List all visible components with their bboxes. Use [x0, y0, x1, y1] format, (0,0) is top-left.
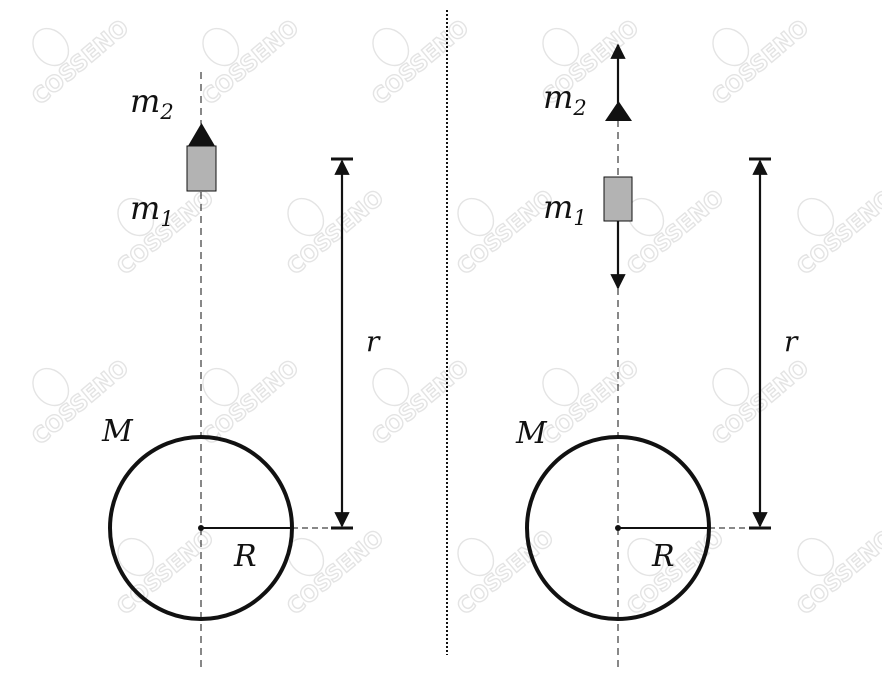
watermark-tile: COSSENO [792, 525, 882, 621]
watermark-swirl [457, 197, 495, 237]
watermark-swirl [712, 367, 750, 407]
watermark-swirl [712, 27, 750, 67]
watermark-text: COSSENO [368, 355, 474, 450]
watermark-text: COSSENO [708, 15, 814, 110]
watermark-swirl [457, 537, 495, 577]
watermark-swirl [202, 27, 240, 67]
watermark-swirl [287, 197, 325, 237]
watermark-tile: COSSENO [792, 185, 882, 281]
watermark-tile: COSSENO [197, 15, 305, 111]
right-m1-label: m1 [543, 188, 587, 230]
watermark-tile: COSSENO [282, 525, 390, 621]
watermark-swirl [32, 27, 70, 67]
left-m1-label: m1 [130, 189, 174, 231]
watermark-tile: COSSENO [282, 185, 390, 281]
watermark-swirl [542, 367, 580, 407]
left-m2-label: m2 [130, 82, 174, 124]
watermark-text: COSSENO [453, 525, 559, 620]
right-planet-label: M [515, 416, 548, 451]
watermark-text: COSSENO [283, 185, 389, 280]
watermark-text: COSSENO [198, 15, 304, 110]
left-m1-block [186, 145, 217, 192]
watermark-swirl [627, 537, 665, 577]
right-m1-block [603, 176, 633, 222]
watermark-text: COSSENO [623, 185, 729, 280]
watermark-swirl [542, 27, 580, 67]
watermark-swirl [117, 537, 155, 577]
watermark-tile: COSSENO [112, 525, 220, 621]
right-m2-label: m2 [543, 78, 587, 120]
left-planet-label: M [101, 414, 134, 449]
watermark-tile: COSSENO [197, 355, 305, 451]
watermark-swirl [797, 537, 835, 577]
watermark-text: COSSENO [113, 185, 219, 280]
left-radius-label: R [233, 539, 257, 574]
right-radius-label: R [651, 539, 675, 574]
right-distance-label: r [784, 325, 799, 358]
left-distance-label: r [366, 325, 381, 358]
watermark-tile: COSSENO [367, 15, 475, 111]
watermark-tile: COSSENO [707, 15, 815, 111]
watermark-swirl [797, 197, 835, 237]
left-panel: m2 m1 M R r [101, 72, 381, 670]
watermark-text: COSSENO [623, 525, 729, 620]
right-panel: m2 m1 M R r [515, 43, 799, 670]
watermark-swirl [202, 367, 240, 407]
watermark-swirl [117, 197, 155, 237]
watermark-text: COSSENO [28, 15, 134, 110]
watermark-tile: COSSENO [537, 15, 645, 111]
watermark-swirl [372, 367, 410, 407]
right-m2-triangle [605, 101, 632, 121]
watermark-swirl [32, 367, 70, 407]
watermark-tile: COSSENO [367, 355, 475, 451]
watermark-text: COSSENO [113, 525, 219, 620]
watermark-tile: COSSENO [27, 15, 135, 111]
watermark-text: COSSENO [368, 15, 474, 110]
left-m2-triangle [188, 123, 215, 146]
watermark-swirl [372, 27, 410, 67]
watermark-text: COSSENO [283, 525, 389, 620]
watermark-swirl [627, 197, 665, 237]
